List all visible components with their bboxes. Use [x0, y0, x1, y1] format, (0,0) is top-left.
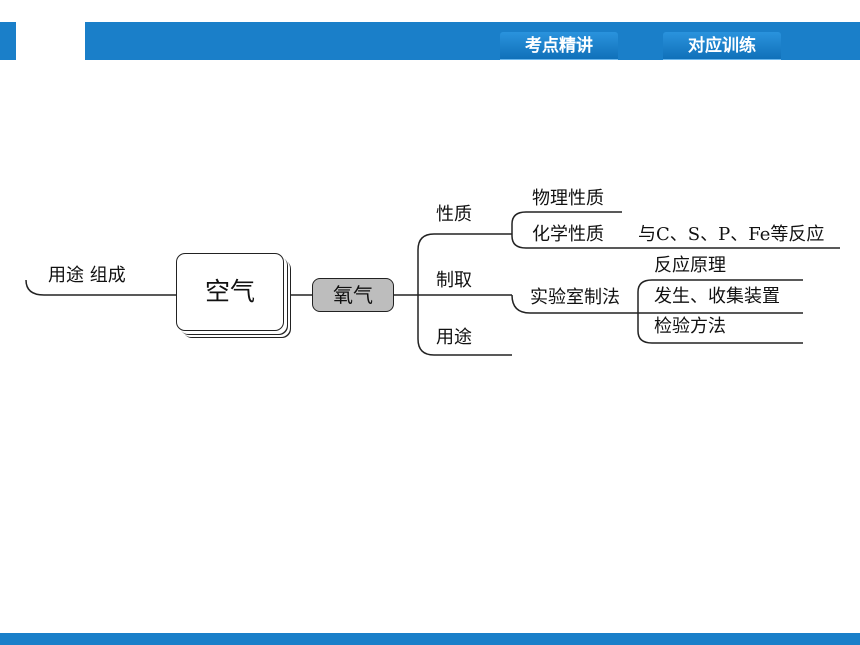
node-apparatus: 发生、收集装置	[654, 286, 780, 307]
node-chemical-properties: 化学性质	[532, 224, 604, 245]
tab-key-points[interactable]: 考点精讲	[500, 32, 618, 60]
node-preparation: 制取	[436, 270, 472, 291]
node-chemical-detail: 与C、S、P、Fe等反应	[638, 224, 825, 245]
node-uses-composition: 用途 组成	[48, 265, 126, 286]
connector-lab-method	[511, 294, 638, 314]
connector-properties	[511, 211, 840, 249]
node-uses: 用途	[436, 327, 472, 348]
header-bar-left	[0, 22, 16, 60]
footer-bar	[0, 633, 860, 645]
node-testing-method: 检验方法	[654, 316, 726, 337]
connector-left	[25, 279, 176, 296]
node-properties: 性质	[436, 204, 472, 225]
node-air: 空气	[176, 253, 284, 331]
connector-lab-subs	[637, 279, 803, 344]
node-reaction-principle: 反应原理	[654, 255, 726, 276]
tab-practice[interactable]: 对应训练	[663, 32, 781, 60]
node-lab-method: 实验室制法	[530, 287, 620, 308]
node-oxygen: 氧气	[312, 278, 394, 312]
node-physical-properties: 物理性质	[532, 188, 604, 209]
